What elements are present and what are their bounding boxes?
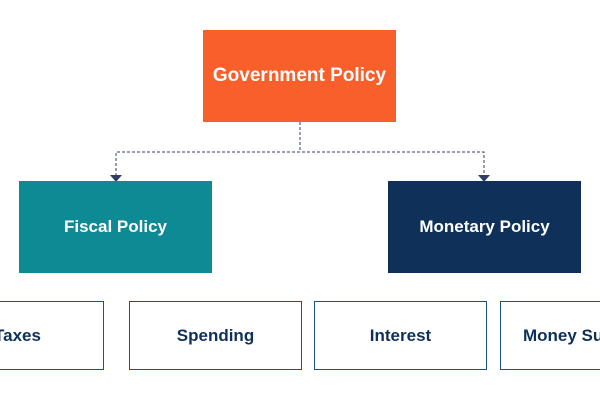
government-policy-label: Government Policy xyxy=(212,65,387,86)
interest-node: Interest xyxy=(314,301,487,370)
government-policy-node: Government Policy xyxy=(203,30,396,122)
monetary-policy-node: Monetary Policy xyxy=(388,181,581,273)
fiscal-policy-label: Fiscal Policy xyxy=(64,217,167,236)
connector-root-to-branches xyxy=(115,151,485,181)
spending-node: Spending xyxy=(129,301,302,370)
interest-label: Interest xyxy=(369,325,432,345)
arrowhead-fiscal xyxy=(110,175,122,182)
monetary-policy-label: Monetary Policy xyxy=(419,217,550,236)
arrowhead-monetary xyxy=(478,175,490,182)
money-supply-node: Money Supply xyxy=(500,301,600,370)
spending-label: Spending xyxy=(176,325,255,345)
taxes-node: Taxes xyxy=(0,301,104,370)
fiscal-policy-node: Fiscal Policy xyxy=(19,181,212,273)
taxes-label: Taxes xyxy=(0,325,41,345)
money-supply-label: Money Supply xyxy=(523,325,600,345)
